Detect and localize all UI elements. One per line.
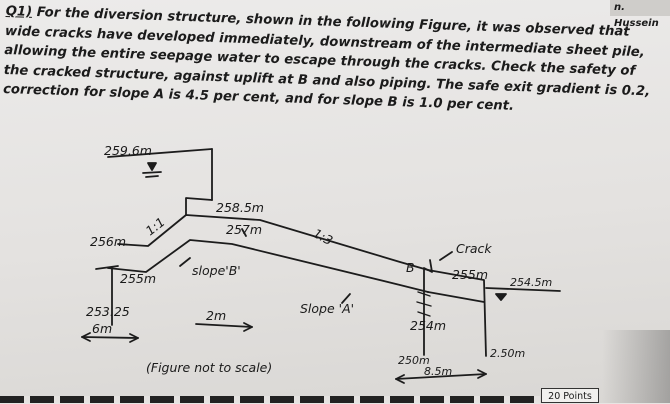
label-8-5m: 8.5m <box>424 365 452 378</box>
label-ds-250: 2.50m <box>490 347 525 360</box>
bottom-dashes <box>0 396 540 403</box>
crack-marks <box>416 291 432 317</box>
dim-2m-line <box>195 323 253 328</box>
label-ds-255: 255m <box>452 267 488 282</box>
label-2m: 2m <box>206 308 226 323</box>
level-255-arrow <box>95 265 119 270</box>
label-slope-1-1: 1:1 <box>143 214 168 238</box>
label-slope-a: Slope 'A' <box>300 301 354 316</box>
label-253-25: 253.25 <box>86 304 130 319</box>
label-slope-1-3: 1:3 <box>311 225 336 248</box>
label-255: 255m <box>120 271 156 286</box>
label-254-5: 254.5m <box>510 276 552 289</box>
points-badge: 20 Points <box>541 388 599 403</box>
label-254: 254m <box>410 318 446 333</box>
level-257-marker <box>241 228 247 237</box>
photo-edge-shadow <box>602 330 670 403</box>
label-6m: 6m <box>92 321 112 336</box>
label-slope-b: slope'B' <box>192 263 241 278</box>
figure-note: (Figure not to scale) <box>146 360 272 375</box>
label-crest: 258.5m <box>216 200 264 215</box>
slope-a-arrow <box>341 293 351 304</box>
label-crack: Crack <box>456 241 492 256</box>
label-257: 257m <box>226 222 262 237</box>
slope-b-arrow <box>179 257 191 267</box>
label-point-b: B <box>406 260 415 275</box>
label-256: 256m <box>90 234 126 249</box>
water-level-symbol <box>147 162 157 171</box>
downstream-water-line <box>485 287 561 292</box>
label-259-6: 259.6m <box>104 143 152 158</box>
label-250: 250m <box>398 354 430 367</box>
upstream-water-line <box>107 148 213 158</box>
downstream-floor <box>427 269 487 357</box>
structure-top-outline <box>117 214 429 271</box>
author-label: n. Hussein <box>610 0 670 29</box>
structure-bottom-outline <box>107 239 429 293</box>
crack-arrow <box>439 251 453 261</box>
dim-6m-line <box>81 336 139 339</box>
dim-8-5m-line <box>395 373 487 380</box>
